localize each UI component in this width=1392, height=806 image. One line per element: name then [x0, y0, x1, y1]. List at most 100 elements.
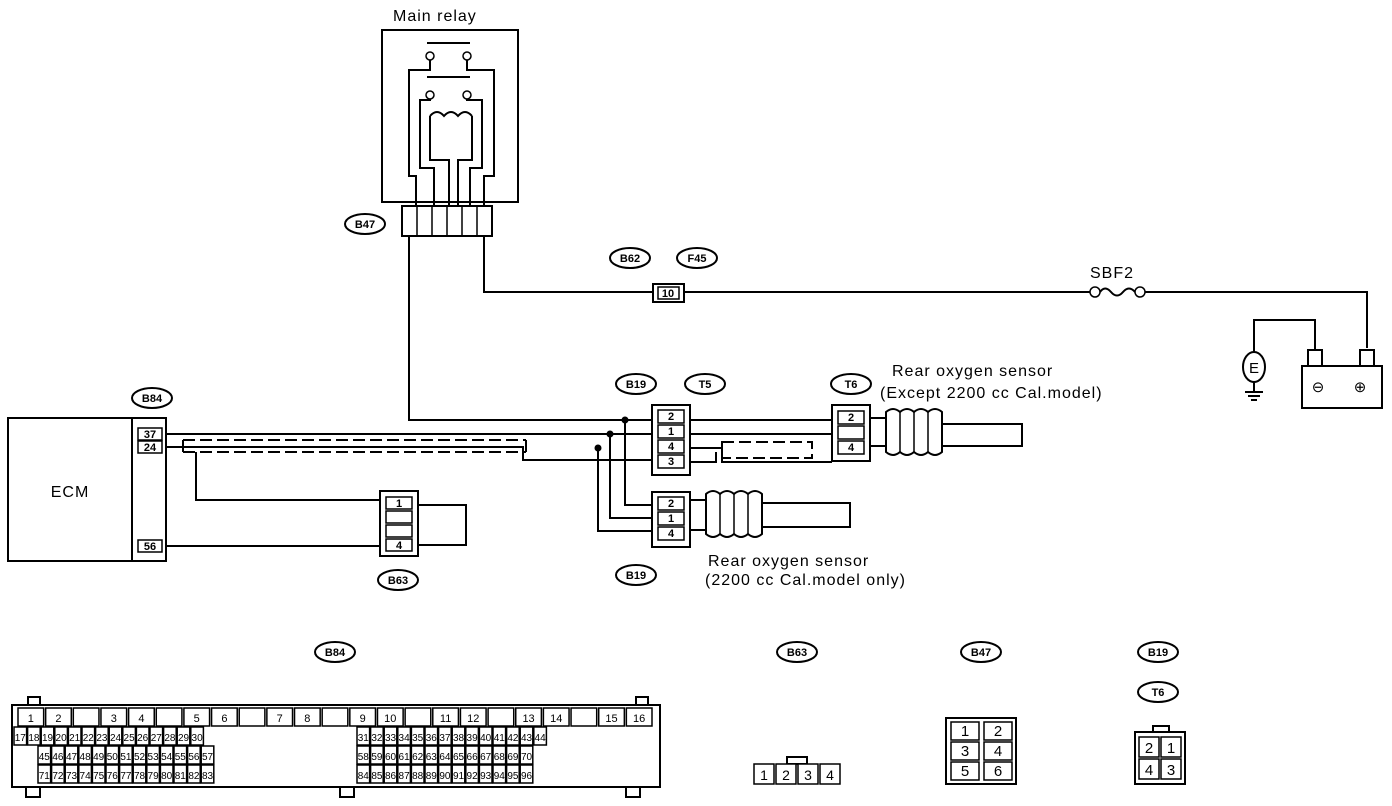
pin-number: 43: [521, 733, 533, 744]
pin-number: 90: [439, 771, 451, 782]
tag-b19-mid-text: B19: [626, 570, 646, 582]
pin-cell: [94, 726, 109, 746]
pin-number: 42: [507, 733, 519, 744]
pin-number: 28: [164, 733, 176, 744]
pin-number: 10: [384, 713, 396, 725]
pin-cell: [369, 726, 384, 746]
pin-cell: [519, 764, 534, 784]
pin-cell: [122, 726, 137, 746]
pin-cell: [91, 745, 106, 765]
pin-cell: [200, 764, 215, 784]
ecm-pin-37: 37: [144, 429, 156, 441]
pin-number: 57: [202, 752, 214, 763]
pin-cell: [40, 726, 55, 746]
pin-cell: [983, 761, 1013, 781]
pin-number: 11: [440, 713, 451, 725]
pin-number: 35: [412, 733, 424, 744]
pin-cell: [437, 764, 452, 784]
pin-number: 88: [412, 771, 424, 782]
pin-cell: [127, 707, 156, 727]
pin-number: 22: [83, 733, 95, 744]
pin-cell: [533, 726, 548, 746]
main-relay-label: Main relay: [393, 8, 477, 25]
tag-t6-top: T6: [830, 373, 872, 395]
pin-number: 1: [1167, 740, 1175, 757]
pin-number: 83: [202, 771, 214, 782]
pin-number: 40: [480, 733, 492, 744]
pin-cell: [478, 726, 493, 746]
pin-cell: [118, 745, 133, 765]
pin-number: 91: [453, 771, 465, 782]
pin-number: 24: [110, 733, 122, 744]
pin-cell: [950, 761, 980, 781]
tag-b19-bottom-text: B19: [1148, 647, 1168, 659]
pin-cell: [108, 726, 123, 746]
pin-cell: [819, 763, 841, 785]
pin-cell: [465, 764, 480, 784]
tag-f45: F45: [676, 247, 718, 269]
pin-number: 50: [107, 752, 119, 763]
pin-number: 2: [55, 713, 61, 725]
pin-number: 3: [1167, 762, 1175, 779]
pin-cell: [424, 726, 439, 746]
pin-number: 89: [426, 771, 438, 782]
pin-cell: [478, 745, 493, 765]
pin-number: 44: [535, 733, 547, 744]
pin-number: 82: [188, 771, 200, 782]
tag-b47-text: B47: [355, 219, 375, 231]
pin-cell: [293, 707, 321, 727]
pin-number: 71: [39, 771, 51, 782]
pin-number: 3: [111, 713, 117, 725]
t5-pin-1: 1: [668, 426, 674, 438]
pin-number: 6: [994, 763, 1002, 780]
pin-number: 79: [148, 771, 160, 782]
t6-pin-4: 4: [848, 442, 855, 454]
b63-pin-1: 1: [396, 498, 402, 510]
pin-number: 39: [467, 733, 479, 744]
ecm-pin-24: 24: [144, 442, 157, 454]
pin-number: 19: [42, 733, 54, 744]
battery: ⊖ ⊕ E: [1242, 319, 1383, 409]
b19-pin-2: 2: [668, 498, 674, 510]
pin-number: 69: [507, 752, 519, 763]
pin-cell: [570, 707, 598, 727]
pin-number: 45: [39, 752, 51, 763]
pin-cell: [356, 726, 371, 746]
pin-cell: [210, 707, 238, 727]
pin-number: 84: [358, 771, 370, 782]
rear-o2-except-label-1: Rear oxygen sensor: [892, 363, 1053, 380]
pin-cell: [44, 707, 73, 727]
pin-cell: [356, 764, 371, 784]
pin-number: 38: [453, 733, 465, 744]
pin-cell: [753, 763, 775, 785]
tag-b47-bottom-text: B47: [971, 647, 991, 659]
tag-b47-bottom: B47: [960, 641, 1002, 663]
pin-number: 85: [371, 771, 383, 782]
pin-number: 60: [385, 752, 397, 763]
b19-pin-1: 1: [668, 513, 674, 525]
pin-number: 36: [426, 733, 438, 744]
pin-cell: [437, 745, 452, 765]
pin-number: 14: [550, 713, 562, 725]
pin-cell: [146, 764, 161, 784]
pin-cell: [397, 764, 412, 784]
tag-b84-bottom-text: B84: [325, 647, 346, 659]
pin-cell: [238, 707, 266, 727]
tag-b19-bottom: B19: [1137, 641, 1179, 663]
pin-cell: [162, 726, 177, 746]
pin-cell: [26, 726, 41, 746]
pin-number: 66: [467, 752, 479, 763]
pin-cell: [369, 764, 384, 784]
connector-b63-sensor: 1 4: [379, 490, 467, 557]
pin-cell: [519, 726, 534, 746]
pin-number: 46: [52, 752, 64, 763]
pin-number: 7: [277, 713, 283, 725]
pin-number: 3: [961, 743, 969, 760]
pin-cell: [424, 745, 439, 765]
pin-cell: [478, 764, 493, 784]
pin-number: 61: [399, 752, 411, 763]
tag-b62: B62: [609, 247, 651, 269]
pin-cell: [404, 707, 432, 727]
pin-number: 49: [93, 752, 105, 763]
pin-number: 13: [522, 713, 534, 725]
